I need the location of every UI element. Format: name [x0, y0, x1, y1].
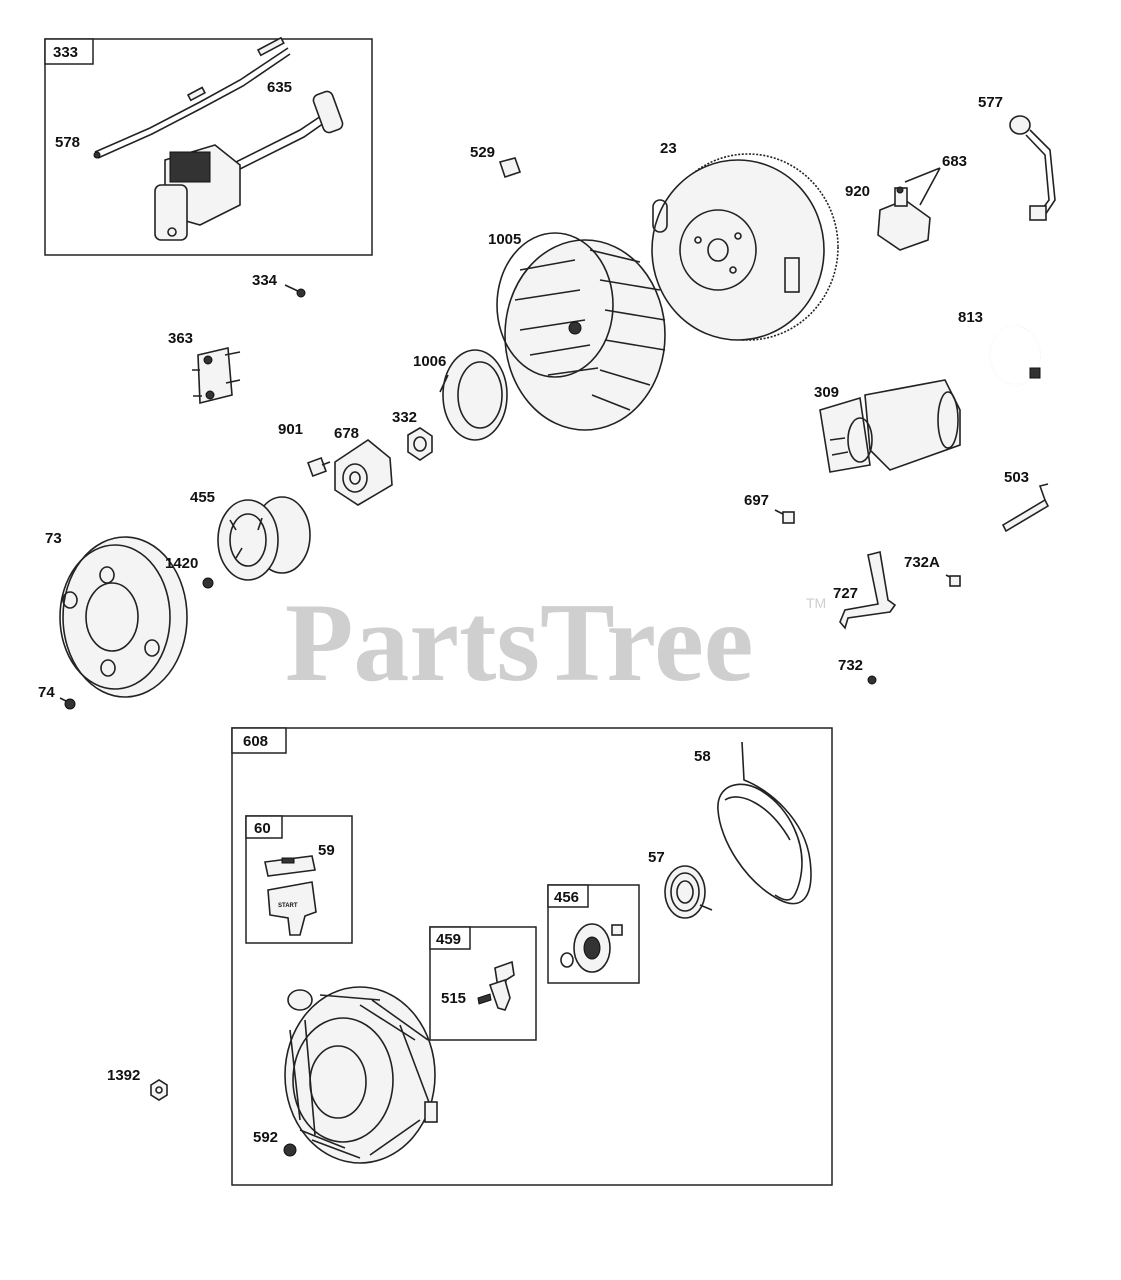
nut-1420-part[interactable] — [202, 577, 214, 589]
label-334: 334 — [252, 272, 278, 289]
fan-1005-part[interactable] — [496, 232, 666, 431]
label-332: 332 — [392, 409, 417, 426]
recoil-housing-part[interactable] — [284, 986, 438, 1164]
kit-box-608-label: 608 — [243, 733, 268, 750]
label-732a: 732A — [904, 554, 940, 571]
spring-57-part[interactable] — [664, 865, 713, 919]
watermark-brand: PartsTree — [285, 581, 754, 705]
nut-1392-part[interactable] — [150, 1079, 168, 1101]
handle-60-part[interactable]: START — [267, 881, 317, 936]
starter-lead-577-part[interactable] — [1009, 115, 1056, 221]
label-74: 74 — [38, 684, 55, 701]
label-592: 592 — [253, 1129, 278, 1146]
strap-503-part[interactable] — [1001, 483, 1050, 533]
kit-box-456: 456 — [547, 884, 640, 984]
kit-box-459-label: 459 — [436, 931, 461, 948]
label-697: 697 — [744, 492, 769, 509]
label-577: 577 — [978, 94, 1003, 111]
label-503: 503 — [1004, 469, 1029, 486]
nut-332-part[interactable] — [407, 427, 433, 461]
label-455: 455 — [190, 489, 215, 506]
bracket-363-part[interactable] — [192, 347, 241, 405]
label-727: 727 — [833, 585, 858, 602]
label-1392: 1392 — [107, 1067, 140, 1084]
handle-insert-59-part[interactable] — [264, 855, 316, 877]
starter-motor-309-part[interactable] — [819, 379, 961, 473]
label-1420: 1420 — [165, 555, 198, 572]
key-529-part[interactable] — [498, 157, 522, 179]
label-635: 635 — [267, 79, 292, 96]
screw-901-part[interactable] — [307, 457, 331, 477]
label-1005: 1005 — [488, 231, 521, 248]
ignition-wire-part[interactable] — [93, 36, 291, 159]
kit-box-60: 60 — [245, 815, 353, 944]
label-678: 678 — [334, 425, 359, 442]
kit-box-459: 459 — [429, 926, 537, 1041]
label-813: 813 — [958, 309, 983, 326]
label-309: 309 — [814, 384, 839, 401]
bolt-697-part[interactable] — [774, 509, 795, 524]
label-1006: 1006 — [413, 353, 446, 370]
screw-74-part[interactable] — [59, 697, 76, 710]
label-578: 578 — [55, 134, 80, 151]
label-59: 59 — [318, 842, 335, 859]
bracket-727-part[interactable] — [839, 551, 897, 630]
kit-box-333-label: 333 — [53, 44, 78, 61]
starter-cup-678-part[interactable] — [334, 439, 393, 506]
label-515: 515 — [441, 990, 466, 1007]
kit-box-60-label: 60 — [254, 820, 271, 837]
label-529: 529 — [470, 144, 495, 161]
flywheel-23-part[interactable] — [651, 153, 839, 341]
clamp-813-part[interactable] — [989, 324, 1041, 386]
solenoid-920-part[interactable] — [877, 167, 941, 251]
label-58: 58 — [694, 748, 711, 765]
label-901: 901 — [278, 421, 303, 438]
label-73: 73 — [45, 530, 62, 547]
label-683: 683 — [942, 153, 967, 170]
screw-732a-part[interactable] — [945, 574, 961, 587]
screw-732-part[interactable] — [867, 675, 877, 685]
rope-58-part[interactable] — [717, 741, 812, 905]
watermark-trademark: TM — [806, 595, 826, 611]
pawl-515-part[interactable] — [477, 960, 515, 1011]
label-920: 920 — [845, 183, 870, 200]
kit-box-456-label: 456 — [554, 889, 579, 906]
cover-73-part[interactable] — [59, 536, 188, 698]
label-57: 57 — [648, 849, 665, 866]
ignition-coil-part[interactable] — [154, 90, 344, 241]
nut-592-part[interactable] — [283, 1143, 297, 1157]
pulley-456-part[interactable] — [560, 923, 623, 973]
hub-455-part[interactable] — [217, 496, 311, 581]
label-732: 732 — [838, 657, 863, 674]
screw-334-part[interactable] — [284, 284, 306, 298]
label-363: 363 — [168, 330, 193, 347]
screen-1006-part[interactable] — [439, 349, 508, 441]
kit-box-608: 608 — [231, 727, 833, 1186]
kit-box-333: 333 — [44, 38, 373, 256]
label-23: 23 — [660, 140, 677, 157]
handle-text: START — [278, 903, 298, 909]
